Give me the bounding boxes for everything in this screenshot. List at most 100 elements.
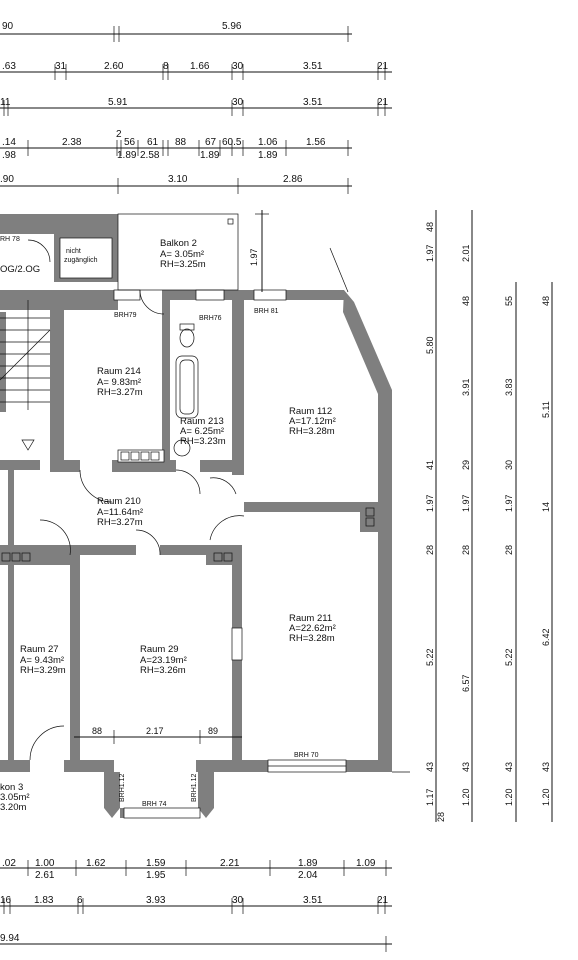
dim: 6.42 bbox=[541, 628, 551, 646]
dim-top-2-0: .63 bbox=[2, 61, 16, 72]
room-area: A= 9.43m² bbox=[20, 655, 64, 666]
dim-bot-2-6: 21 bbox=[377, 895, 389, 906]
dim-bot-1a-6: 1.09 bbox=[356, 858, 376, 869]
inner-dim-89: 89 bbox=[208, 726, 218, 736]
dim-top-4a-3: 56 bbox=[124, 137, 136, 148]
dim-bot-1a-2: 1.62 bbox=[86, 858, 106, 869]
dim-top-2-3: 8 bbox=[163, 61, 169, 72]
label-og: OG/2.OG bbox=[0, 264, 40, 275]
room-name: Raum 29 bbox=[140, 644, 179, 655]
dim-top-3-1: 5.91 bbox=[108, 97, 128, 108]
dim-top-4b-2: 2.58 bbox=[140, 150, 160, 161]
dim: 43 bbox=[541, 762, 551, 772]
dim-top-2-4: 1.66 bbox=[190, 61, 210, 72]
right-dimension-lines: 48 1.97 5.80 41 1.97 28 5.22 43 1.17 28 … bbox=[392, 210, 553, 822]
dim-top-3-2: 30 bbox=[232, 97, 244, 108]
room-area: A= 9.83m² bbox=[97, 377, 141, 388]
room-name: Balkon 2 bbox=[160, 238, 197, 249]
dim-top-5-1: 3.10 bbox=[168, 174, 188, 185]
room-area: A=11.64m² bbox=[97, 507, 143, 518]
dim-bot-1a-5: 1.89 bbox=[298, 858, 318, 869]
dim-bot-3-0: 9.94 bbox=[0, 933, 20, 944]
dim: 55 bbox=[504, 296, 514, 306]
room-name: kon 3 bbox=[0, 782, 23, 793]
room-area: 3.05m² bbox=[0, 792, 30, 803]
dim: 1.20 bbox=[541, 788, 551, 806]
dim-top-2-2: 2.60 bbox=[104, 61, 124, 72]
dim-top-4b-0: .98 bbox=[2, 150, 16, 161]
dim-bot-1a-0: .02 bbox=[2, 858, 16, 869]
inner-dimension: 88 2.17 89 bbox=[74, 726, 242, 744]
room-name: Raum 214 bbox=[97, 366, 141, 377]
room-27: Raum 27 A= 9.43m² RH=3.29m bbox=[20, 644, 66, 676]
dim: 1.17 bbox=[425, 788, 435, 806]
room-height: RH=3.23m bbox=[180, 436, 226, 447]
room-29: Raum 29 A=23.19m² RH=3.26m bbox=[140, 644, 187, 676]
dim: 3.83 bbox=[504, 378, 514, 396]
dim: 6.57 bbox=[461, 674, 471, 692]
inner-dim-217: 2.17 bbox=[146, 726, 164, 736]
dim-bot-2-2: 6 bbox=[77, 895, 83, 906]
room-area: A= 6.25m² bbox=[180, 426, 224, 437]
room-height: RH=3.27m bbox=[97, 387, 143, 398]
room-height: RH=3.26m bbox=[140, 665, 186, 676]
dim: 14 bbox=[541, 502, 551, 512]
room-height: RH=3.25m bbox=[160, 259, 206, 270]
dim-bot-2-1: 1.83 bbox=[34, 895, 54, 906]
dim-top-1-0: 90 bbox=[2, 21, 14, 32]
balkon-2-outline bbox=[117, 213, 349, 315]
dim: 43 bbox=[425, 762, 435, 772]
dim: 1.97 bbox=[504, 494, 514, 512]
room-213: Raum 213 A= 6.25m² RH=3.23m bbox=[180, 416, 226, 447]
dim: 48 bbox=[461, 296, 471, 306]
dim-top-4b-1: 1.89 bbox=[117, 150, 137, 161]
label-brh112-right: BRH1.12 bbox=[191, 773, 198, 802]
dim: 28 bbox=[461, 545, 471, 555]
dim: 28 bbox=[436, 812, 446, 822]
room-name: Raum 211 bbox=[289, 613, 332, 624]
dim-bot-1b-1: 1.95 bbox=[146, 870, 166, 881]
dim-top-2-6: 3.51 bbox=[303, 61, 323, 72]
label-brh70: BRH 70 bbox=[294, 752, 319, 759]
dim-bot-2-5: 3.51 bbox=[303, 895, 323, 906]
dim: 5.22 bbox=[504, 648, 514, 666]
dim-top-1-1: 5.96 bbox=[222, 21, 242, 32]
room-height: RH=3.28m bbox=[289, 633, 335, 644]
dim-bot-1b-2: 2.04 bbox=[298, 870, 318, 881]
label-brh78: RH 78 bbox=[0, 236, 20, 243]
room-balkon-2: Balkon 2 A= 3.05m² RH=3.25m bbox=[160, 238, 206, 270]
dim: 41 bbox=[425, 460, 435, 470]
room-area: A= 3.05m² bbox=[160, 249, 204, 260]
dim: 1.97 bbox=[425, 244, 435, 262]
label-brh112-left: BRH1.12 bbox=[119, 773, 126, 802]
label-brh74: BRH 74 bbox=[142, 801, 167, 808]
dim-top-3-4: 21 bbox=[377, 97, 389, 108]
dim: 28 bbox=[425, 545, 435, 555]
room-name: Raum 213 bbox=[180, 416, 224, 427]
room-112: Raum 112 A=17.12m² RH=3.28m bbox=[289, 406, 336, 437]
label-brh81: BRH 81 bbox=[254, 308, 279, 315]
dim-top-4a-2: 2 bbox=[116, 129, 122, 140]
balkon-2-dimension: 1.97 bbox=[249, 210, 269, 292]
room-balkon-3: kon 3 3.05m² 3.20m bbox=[0, 782, 30, 813]
label-brh76: BRH76 bbox=[199, 315, 222, 322]
dim: 30 bbox=[504, 460, 514, 470]
bottom-dimension-lines: .02 1.00 1.62 1.59 2.21 1.89 1.09 2.61 1… bbox=[0, 858, 392, 952]
dim: 48 bbox=[541, 296, 551, 306]
room-area: A=17.12m² bbox=[289, 416, 336, 427]
room-211: Raum 211 A=22.62m² RH=3.28m bbox=[289, 613, 336, 644]
dim: 43 bbox=[504, 762, 514, 772]
windows bbox=[113, 289, 347, 819]
dim-top-4a-7: 60.5 bbox=[222, 137, 242, 148]
dim-bot-2-0: 16 bbox=[0, 895, 12, 906]
dim-top-4a-1: 2.38 bbox=[62, 137, 82, 148]
dim-top-4a-5: 88 bbox=[175, 137, 187, 148]
dim: 48 bbox=[425, 222, 435, 232]
dim: 5.11 bbox=[541, 401, 551, 418]
room-labels: Balkon 2 A= 3.05m² RH=3.25m Raum 214 A= … bbox=[0, 238, 336, 813]
room-height: RH=3.27m bbox=[97, 517, 143, 528]
dim: 28 bbox=[504, 545, 514, 555]
dim-top-4a-9: 1.56 bbox=[306, 137, 326, 148]
dim-top-4a-8: 1.06 bbox=[258, 137, 278, 148]
